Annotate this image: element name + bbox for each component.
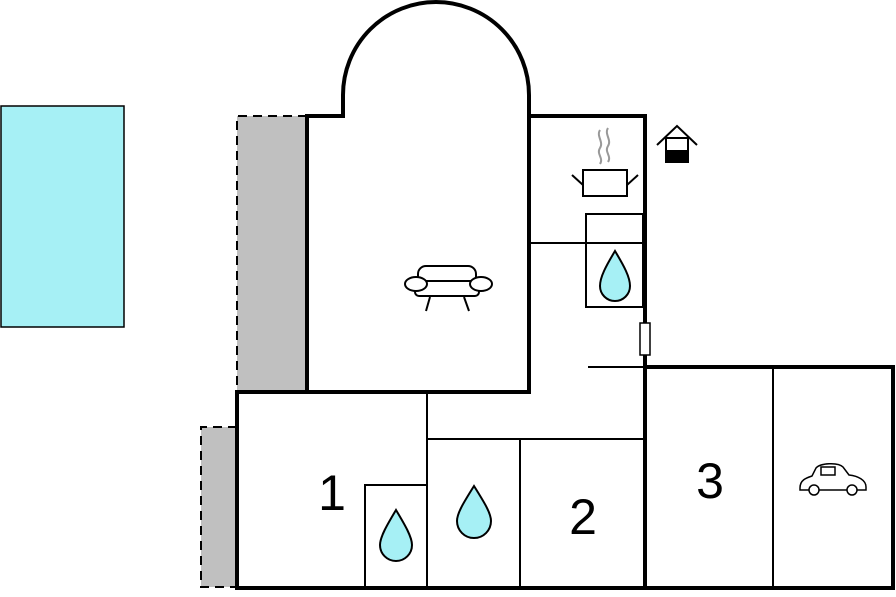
bathroom-small bbox=[585, 213, 644, 308]
bathroom-middle bbox=[455, 484, 493, 539]
kitchen-walls bbox=[527, 114, 647, 370]
swimming-pool bbox=[0, 105, 125, 328]
bathroom-room-3 bbox=[364, 484, 428, 589]
sofa-icon bbox=[404, 265, 493, 312]
terrace-upper bbox=[236, 115, 307, 393]
car-icon bbox=[799, 463, 867, 496]
window bbox=[639, 322, 651, 356]
terrace-lower bbox=[200, 426, 237, 588]
cooking-pot-icon bbox=[571, 127, 639, 197]
living-room-walls bbox=[305, 0, 531, 394]
room-2-label: 2 bbox=[569, 489, 597, 545]
room-3-label: 1 bbox=[318, 465, 346, 521]
lower-block-walls bbox=[235, 365, 895, 590]
room-1-label: 3 bbox=[696, 453, 724, 509]
house-icon bbox=[656, 124, 698, 163]
